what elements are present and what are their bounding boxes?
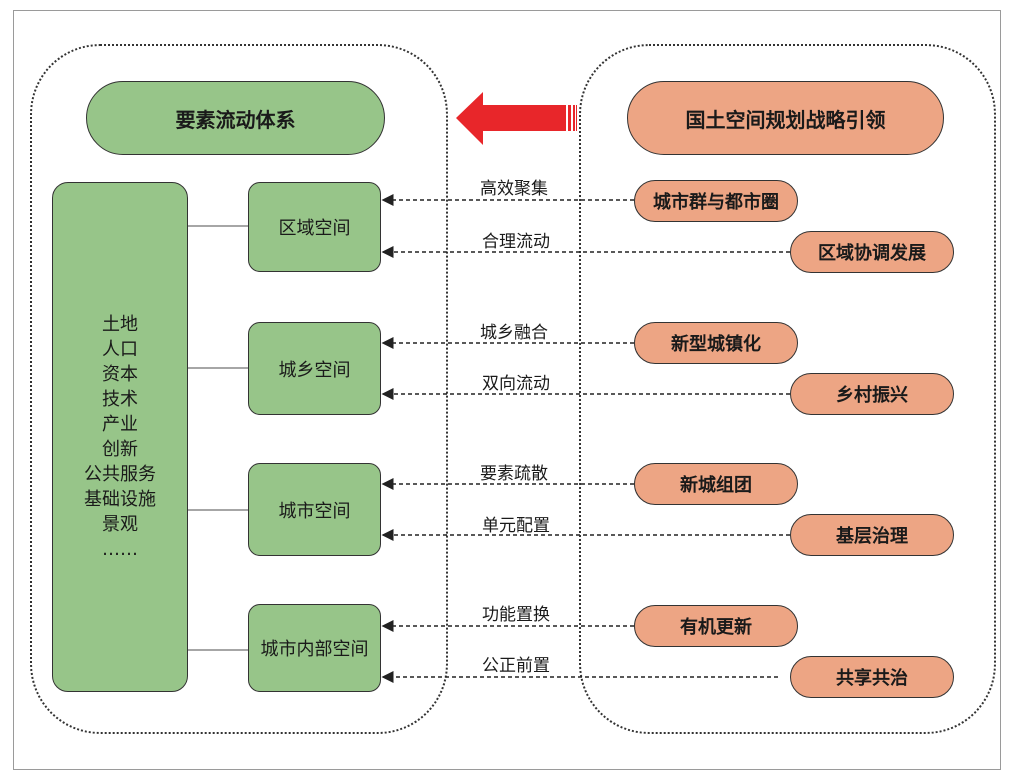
factor-item: 技术 bbox=[102, 389, 138, 410]
factor-item: …… bbox=[102, 539, 138, 560]
strategy-title: 国土空间规划战略引领 bbox=[627, 81, 944, 155]
factor-item: 产业 bbox=[102, 414, 138, 435]
flow-label: 高效聚集 bbox=[480, 179, 548, 199]
strategy-to-system-arrow bbox=[456, 92, 577, 145]
strategy-pill: 新城组团 bbox=[634, 463, 798, 505]
factor-item: 人口 bbox=[102, 339, 138, 360]
flow-label: 公正前置 bbox=[482, 656, 550, 676]
strategy-pill: 区域协调发展 bbox=[790, 231, 954, 273]
factor-item: 基础设施 bbox=[84, 489, 156, 510]
strategy-pill: 城市群与都市圈 bbox=[634, 180, 798, 222]
flow-label: 要素疏散 bbox=[480, 464, 548, 484]
factor-item: 景观 bbox=[102, 514, 138, 535]
figure-frame bbox=[13, 10, 1001, 770]
strategy-pill: 有机更新 bbox=[634, 605, 798, 647]
strategy-pill: 新型城镇化 bbox=[634, 322, 798, 364]
factor-item: 土地 bbox=[102, 314, 138, 335]
space-box-urban: 城市空间 bbox=[248, 463, 381, 556]
factor-item: 创新 bbox=[102, 439, 138, 460]
right-group-outline bbox=[579, 44, 996, 734]
flow-label: 城乡融合 bbox=[480, 323, 548, 343]
flow-label: 单元配置 bbox=[482, 516, 550, 536]
factor-item: 资本 bbox=[102, 364, 138, 385]
factor-list-box: 土地 人口 资本 技术 产业 创新 公共服务 基础设施 景观 …… bbox=[52, 182, 188, 692]
space-box-regional: 区域空间 bbox=[248, 182, 381, 272]
strategy-pill: 共享共治 bbox=[790, 656, 954, 698]
flow-label: 功能置换 bbox=[482, 605, 550, 625]
flow-label: 合理流动 bbox=[482, 232, 550, 252]
flow-label: 双向流动 bbox=[482, 374, 550, 394]
strategy-pill: 基层治理 bbox=[790, 514, 954, 556]
space-box-intra-urban: 城市内部空间 bbox=[248, 604, 381, 692]
space-box-urban-rural: 城乡空间 bbox=[248, 322, 381, 415]
factor-system-title: 要素流动体系 bbox=[86, 81, 385, 155]
left-group-outline bbox=[30, 44, 448, 734]
strategy-pill: 乡村振兴 bbox=[790, 373, 954, 415]
factor-item: 公共服务 bbox=[84, 464, 156, 485]
